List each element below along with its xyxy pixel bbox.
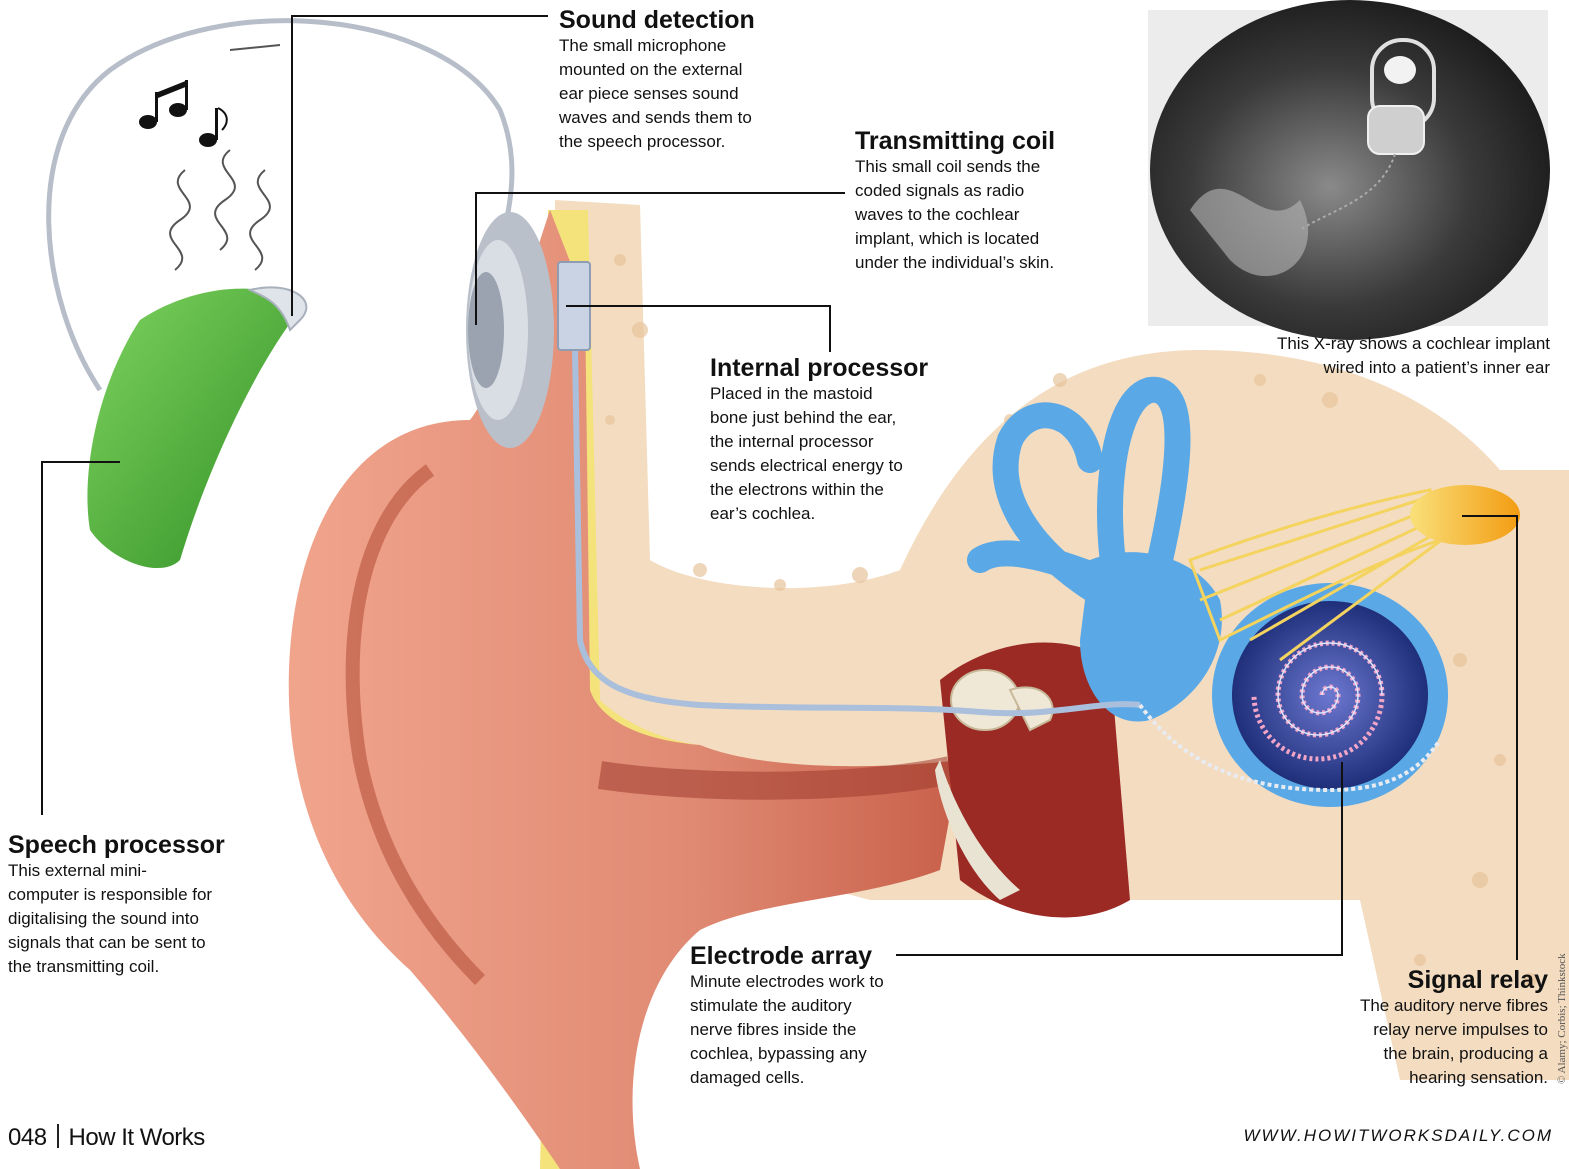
label-electrode-array-title: Electrode array <box>690 942 940 970</box>
label-sound-detection-text: The small microphone mounted on the exte… <box>559 34 819 154</box>
label-electrode-array: Electrode array Minute electrodes work t… <box>690 942 940 1090</box>
speech-processor-device <box>87 287 306 568</box>
label-speech-processor-title: Speech processor <box>8 831 268 859</box>
footer-url: WWW.HOWITWORKSDAILY.COM <box>1244 1126 1554 1146</box>
photo-credit: © Alamy; Corbis; Thinkstock <box>1556 953 1568 1084</box>
label-signal-relay: Signal relay The auditory nerve fibres r… <box>1300 966 1548 1090</box>
label-speech-processor: Speech processor This external mini- com… <box>8 831 268 979</box>
music-notes-icon <box>139 80 227 147</box>
page-number: 048 <box>8 1124 47 1151</box>
label-internal-processor-title: Internal processor <box>710 354 950 382</box>
label-transmitting-coil-text: This small coil sends the coded signals … <box>855 155 1115 275</box>
magazine-name: How It Works <box>69 1124 205 1151</box>
label-internal-processor: Internal processor Placed in the mastoid… <box>710 354 950 526</box>
label-sound-detection: Sound detection The small microphone mou… <box>559 6 819 154</box>
label-electrode-array-text: Minute electrodes work to stimulate the … <box>690 970 940 1090</box>
label-signal-relay-text: The auditory nerve fibres relay nerve im… <box>1300 994 1548 1090</box>
sound-waves-icon <box>170 45 280 270</box>
label-sound-detection-title: Sound detection <box>559 6 819 34</box>
xray-photo <box>1148 0 1550 340</box>
transmitting-coil-device <box>466 212 554 448</box>
footer-page: 048 How It Works <box>8 1124 205 1152</box>
label-speech-processor-text: This external mini- computer is responsi… <box>8 859 268 979</box>
label-transmitting-coil: Transmitting coil This small coil sends … <box>855 127 1115 275</box>
label-internal-processor-text: Placed in the mastoid bone just behind t… <box>710 382 950 526</box>
label-signal-relay-title: Signal relay <box>1300 966 1548 994</box>
xray-caption: This X-ray shows a cochlear implant wire… <box>1180 332 1550 380</box>
label-transmitting-coil-title: Transmitting coil <box>855 127 1115 155</box>
footer-separator <box>57 1124 59 1148</box>
cochlea <box>1212 583 1448 807</box>
